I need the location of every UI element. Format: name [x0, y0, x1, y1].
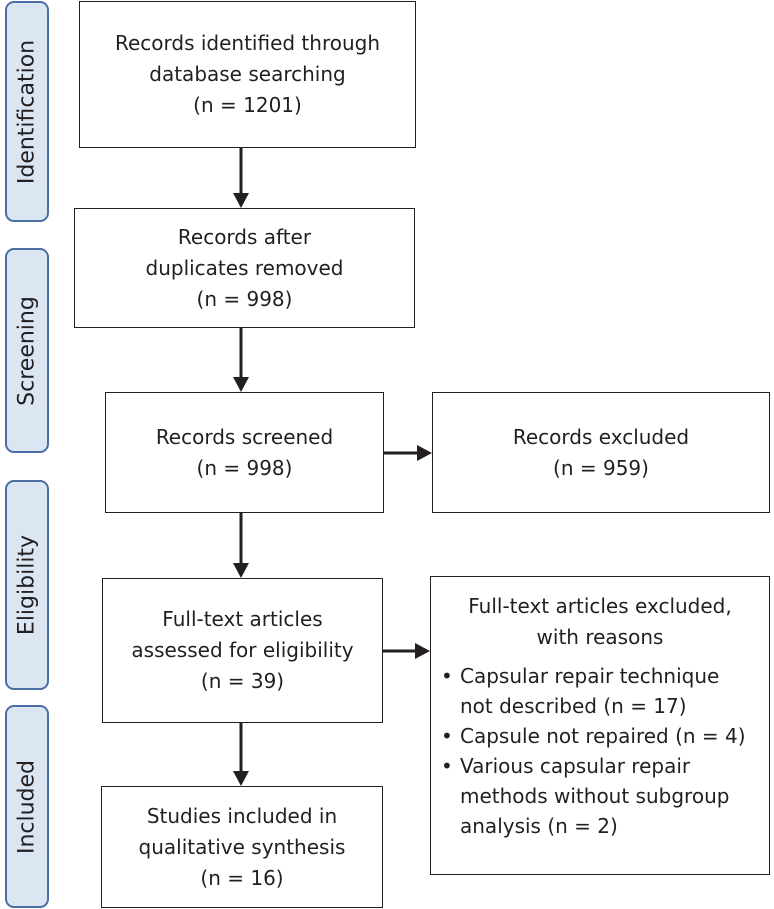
exclusion-reason: Various capsular repair methods without …	[441, 751, 746, 841]
box-count: (n = 1201)	[193, 93, 302, 117]
box-text: Studies included in	[146, 803, 338, 828]
box-text: Records identified through	[114, 31, 381, 55]
box-text: qualitative synthesis	[138, 834, 346, 859]
studies-included-box: Studies included in qualitative synthesi…	[101, 786, 383, 908]
exclusion-reason: Capsular repair technique not described …	[441, 661, 746, 721]
stage-included: Included	[5, 705, 49, 908]
arrowhead	[233, 563, 249, 578]
box-heading: with reasons	[536, 625, 664, 649]
stage-eligibility: Eligibility	[5, 480, 49, 690]
reason-text: Capsule not repaired (n = 4)	[460, 724, 746, 748]
arrowhead	[233, 771, 249, 786]
box-text: Records excluded	[512, 424, 690, 449]
box-heading: Full-text articles excluded,	[468, 594, 732, 618]
fulltext-assessed-box: Full-text articles assessed for eligibil…	[102, 578, 383, 723]
box-text: duplicates removed	[145, 255, 344, 280]
reason-text: Various capsular repair	[460, 754, 691, 778]
records-identified-box: Records identified through database sear…	[79, 1, 416, 148]
reason-text: not described (n = 17)	[460, 694, 687, 718]
box-count: (n = 998)	[196, 455, 293, 480]
box-text: database searching	[149, 62, 346, 86]
exclusion-reasons-list: Capsular repair technique not described …	[431, 661, 746, 841]
arrowhead	[415, 643, 430, 659]
box-text: assessed for eligibility	[131, 638, 354, 662]
exclusion-reason: Capsule not repaired (n = 4)	[441, 721, 746, 751]
box-count: (n = 959)	[553, 455, 649, 480]
box-text: Records after	[177, 224, 312, 249]
box-count: (n = 16)	[200, 865, 284, 890]
records-deduplicated-box: Records after duplicates removed (n = 99…	[74, 208, 415, 328]
box-count: (n = 998)	[196, 286, 293, 311]
fulltext-excluded-box: Full-text articles excluded, with reason…	[430, 576, 770, 875]
box-text: Records screened	[155, 424, 334, 449]
records-screened-box: Records screened (n = 998)	[105, 392, 384, 513]
box-count: (n = 39)	[200, 669, 285, 693]
box-text: Full-text articles	[162, 607, 323, 631]
arrowhead	[233, 193, 249, 208]
reason-text: analysis (n = 2)	[460, 814, 618, 838]
reason-text: Capsular repair technique	[460, 664, 720, 688]
arrowhead	[233, 377, 249, 392]
reason-text: methods without subgroup	[460, 784, 730, 808]
records-excluded-box: Records excluded (n = 959)	[432, 392, 770, 513]
stage-identification: Identification	[5, 1, 49, 222]
arrowhead	[417, 445, 432, 461]
stage-screening: Screening	[5, 248, 49, 453]
